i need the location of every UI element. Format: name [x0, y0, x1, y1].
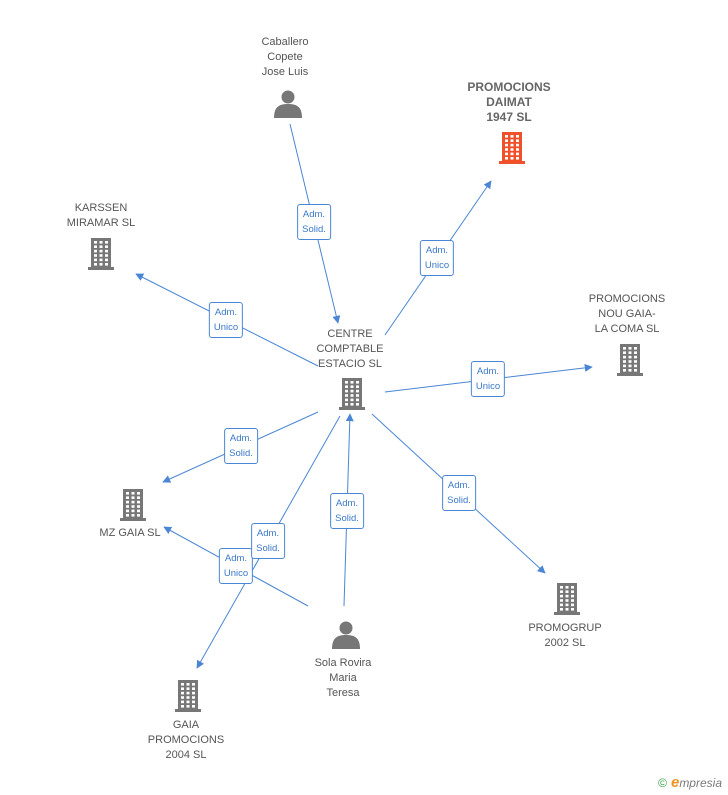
brand-logo-initial: e — [670, 774, 680, 791]
edge-label-line: Adm. — [224, 553, 248, 564]
node-label-line: Caballero — [261, 36, 309, 48]
edge-label-line: Unico — [213, 322, 239, 333]
edge-label-sola-centre[interactable]: Adm. Solid. — [330, 493, 364, 529]
node-label-line: KARSSEN — [74, 202, 128, 214]
edge-label-line: Adm. — [302, 209, 326, 220]
edge-label-line: Adm. — [476, 366, 500, 377]
edge-label-line: Adm. — [214, 307, 238, 318]
node-label-line: COMPTABLE — [316, 343, 384, 355]
icons-layer — [88, 90, 643, 712]
node-label-line: DAIMAT — [486, 95, 532, 109]
building-icon[interactable] — [339, 378, 365, 410]
building-icon[interactable] — [554, 583, 580, 615]
node-label-line: PROMOCIONS — [467, 80, 551, 94]
edge-label-line: Solid. — [256, 543, 280, 554]
edge-label-line: Unico — [223, 568, 249, 579]
node-label-line: LA COMA SL — [594, 323, 660, 335]
person-icon[interactable] — [332, 621, 360, 650]
node-label-line: MIRAMAR SL — [66, 217, 136, 229]
edges-layer — [135, 123, 593, 669]
node-label-promogrup[interactable]: PROMOGRUP 2002 SL — [528, 621, 601, 651]
building-icon[interactable] — [617, 344, 643, 376]
person-icon[interactable] — [274, 90, 302, 119]
edge-label-line: Unico — [475, 381, 501, 392]
edge-label-centre-daimat[interactable]: Adm. Unico — [419, 240, 455, 276]
node-label-line: 1947 SL — [486, 110, 532, 124]
node-label-line: Teresa — [326, 687, 360, 699]
edge-label-line: Solid. — [335, 513, 359, 524]
edge-label-line: Adm. — [229, 433, 253, 444]
node-label-line: GAIA — [172, 719, 200, 731]
node-label-line: 2004 SL — [165, 749, 207, 761]
edge-label-centre-gaia2004[interactable]: Adm. Solid. — [251, 523, 285, 559]
edge-label-line: Adm. — [447, 480, 471, 491]
node-label-mzgaia[interactable]: MZ GAIA SL — [99, 526, 160, 541]
node-label-line: Sola Rovira — [314, 657, 372, 669]
node-label-karssen[interactable]: KARSSEN MIRAMAR SL — [67, 201, 135, 231]
node-label-centre[interactable]: CENTRE COMPTABLE ESTACIO SL — [316, 327, 383, 372]
edge-label-centre-karssen[interactable]: Adm. Unico — [208, 302, 244, 338]
node-label-line: Jose Luis — [261, 66, 309, 78]
edge-label-line: Solid. — [447, 495, 471, 506]
edge-label-line: Adm. — [256, 528, 280, 539]
node-label-line: MZ GAIA SL — [99, 527, 161, 539]
edge-label-centre-mzgaia[interactable]: Adm. Solid. — [224, 428, 258, 464]
brand-logo-text: mpresia — [679, 776, 722, 790]
copyright-symbol: © — [658, 776, 667, 790]
node-label-line: Copete — [267, 51, 303, 63]
edge-label-sola-mzgaia[interactable]: Adm. Unico — [218, 548, 254, 584]
node-label-gaia2004[interactable]: GAIA PROMOCIONS 2004 SL — [148, 718, 224, 763]
node-label-nougaia[interactable]: PROMOCIONS NOU GAIA- LA COMA SL — [589, 292, 665, 337]
edge-label-centre-nougaia[interactable]: Adm. Unico — [470, 361, 506, 397]
edge-label-line: Solid. — [302, 224, 326, 235]
building-icon[interactable] — [120, 489, 146, 521]
node-label-line: CENTRE — [327, 328, 373, 340]
edge-label-line: Adm. — [425, 245, 449, 256]
building-icon[interactable] — [88, 238, 114, 270]
brand-footer: ©empresia — [658, 774, 722, 791]
node-label-line: NOU GAIA- — [598, 308, 656, 320]
node-label-line: PROMOCIONS — [147, 734, 225, 746]
edge-label-centre-promogrup[interactable]: Adm. Solid. — [442, 475, 476, 511]
edge-label-caballero-centre[interactable]: Adm. Solid. — [297, 204, 331, 240]
building-icon[interactable] — [499, 132, 525, 164]
edge-label-line: Unico — [424, 260, 450, 271]
node-label-line: PROMOCIONS — [588, 293, 666, 305]
building-icon[interactable] — [175, 680, 201, 712]
edge-label-line: Adm. — [335, 498, 359, 509]
node-label-line: PROMOGRUP — [528, 622, 602, 634]
node-label-line: ESTACIO SL — [318, 358, 382, 370]
node-label-line: Maria — [329, 672, 357, 684]
edge-label-line: Solid. — [229, 448, 253, 459]
node-label-line: 2002 SL — [544, 637, 586, 649]
